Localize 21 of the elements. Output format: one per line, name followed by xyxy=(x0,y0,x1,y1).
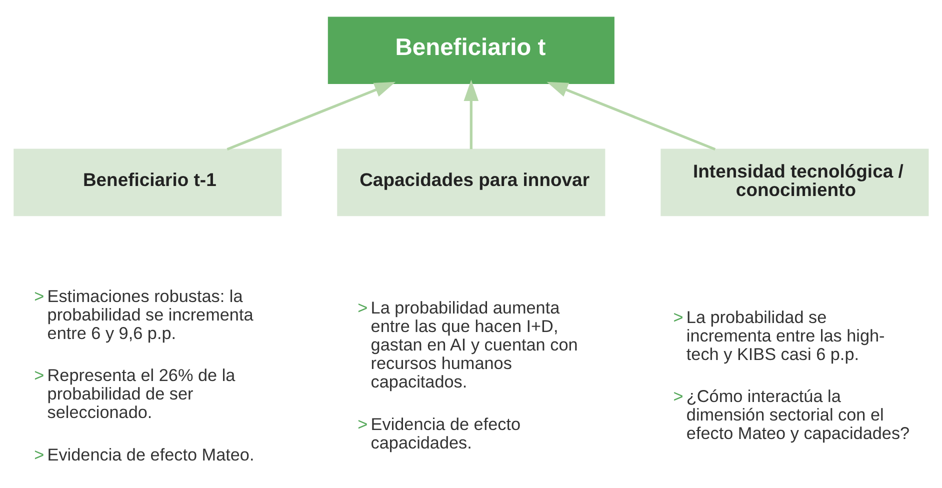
arrow xyxy=(546,81,716,150)
node-label: Evidencia de efecto capacidades. xyxy=(370,413,520,452)
node-label: La probabilidad se incrementa entre las high-tech y KIBS casi 6 p.p. xyxy=(686,306,884,364)
node-label: La probabilidad aumenta entre las que hacen I+D, gastan en AI y cuentan con recursos humanos capacitados. xyxy=(370,297,578,392)
node-box: Beneficiario t-1 xyxy=(13,148,282,216)
node-box: Capacidades para innovar xyxy=(336,148,605,216)
label: > xyxy=(34,285,44,306)
node-box: Intensidad tecnológica / conocimiento xyxy=(660,148,928,216)
arrow xyxy=(226,81,396,150)
arrow xyxy=(463,79,478,149)
node-label: Estimaciones robustas: la probabilidad se incrementa entre 6 y 9,6 p.p. xyxy=(46,285,253,342)
label: > xyxy=(34,364,44,385)
node-box: Beneficiario t xyxy=(327,16,614,84)
label: > xyxy=(672,386,683,406)
label: > xyxy=(357,297,368,318)
node-label: ¿Cómo interactúa la dimensión sectorial con el efecto Mateo y capacidades? xyxy=(686,386,910,443)
node-label: Representa el 26% de la probabilidad de ser seleccionado. xyxy=(46,364,235,422)
label: > xyxy=(34,444,44,464)
label: > xyxy=(672,306,683,326)
label: > xyxy=(357,413,368,434)
node-label: Evidencia de efecto Mateo. xyxy=(46,444,254,464)
